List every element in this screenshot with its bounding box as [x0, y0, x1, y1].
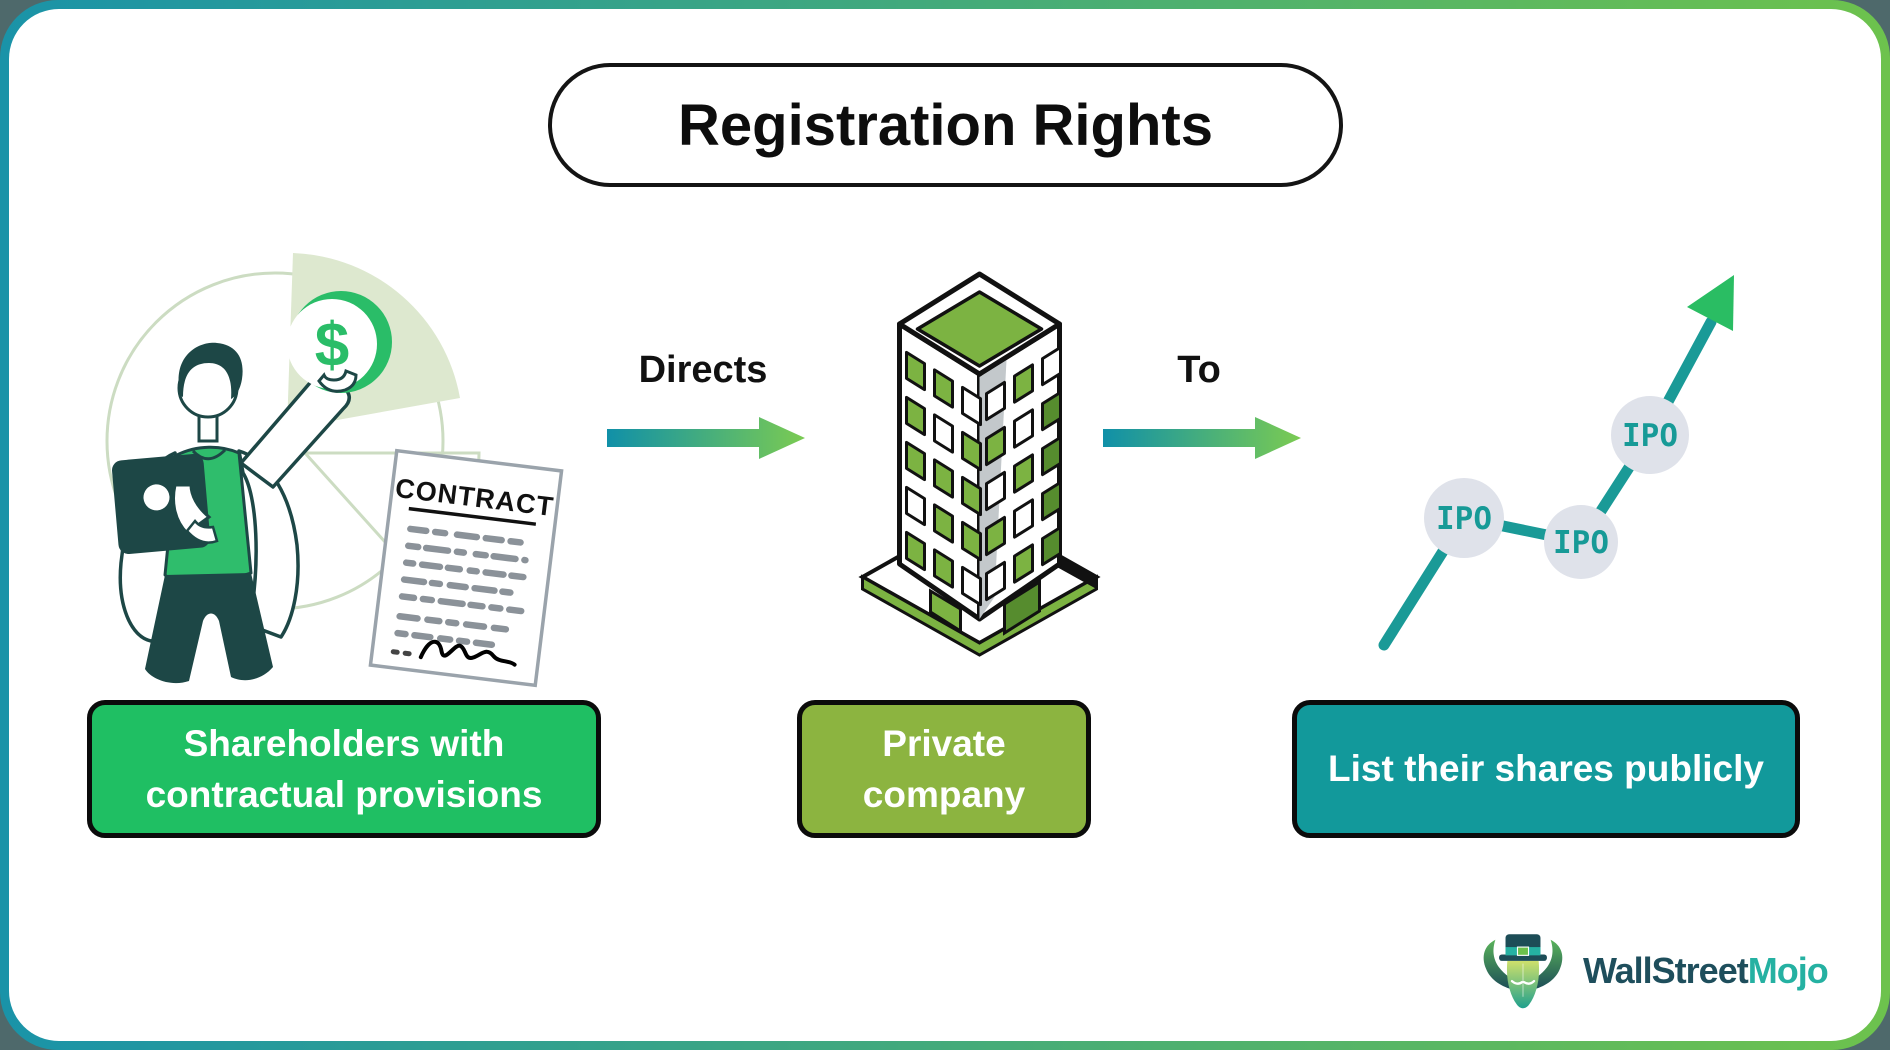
- box-private-company: Private company: [797, 700, 1091, 838]
- box-list-shares: List their shares publicly: [1292, 700, 1800, 838]
- logo-text-primary: WallStreet: [1583, 950, 1749, 991]
- directs-label: Directs: [638, 349, 768, 391]
- building-icon: [858, 271, 1101, 657]
- contract-icon: CONTRACT: [368, 448, 564, 688]
- bull-logo-icon: [1483, 934, 1563, 1009]
- logo-text-secondary: Mojo: [1747, 950, 1829, 991]
- dollar-symbol: $: [315, 311, 349, 380]
- logo-text: WallStreetMojo: [1583, 950, 1829, 992]
- flow-arrow-directs: [607, 417, 805, 459]
- box-shareholders-label: Shareholders with contractual provisions: [145, 722, 543, 815]
- dollar-coin-icon: $: [287, 291, 392, 393]
- ipo-chart-icon: IPO IPO IPO: [1378, 275, 1734, 651]
- box-shareholders: Shareholders with contractual provisions: [87, 700, 601, 838]
- person-figure: $: [111, 291, 392, 684]
- svg-text:IPO: IPO: [1436, 501, 1492, 537]
- flow-arrow-to: [1103, 417, 1301, 459]
- wallstreetmojo-logo: WallStreetMojo: [1477, 926, 1857, 1016]
- page-title: Registration Rights: [678, 92, 1213, 158]
- svg-text:IPO: IPO: [1622, 418, 1678, 454]
- box-private-company-label: Private company: [862, 722, 1026, 815]
- to-label: To: [1177, 349, 1221, 391]
- title-pill: Registration Rights: [548, 63, 1343, 187]
- ipo-node-3: IPO: [1611, 396, 1689, 474]
- svg-text:IPO: IPO: [1553, 525, 1609, 561]
- box-list-shares-label: List their shares publicly: [1328, 748, 1764, 790]
- ipo-node-1: IPO: [1424, 478, 1504, 558]
- ipo-node-2: IPO: [1544, 505, 1618, 579]
- shareholder-illustration: $ CONTRACT: [105, 253, 564, 688]
- page-card: Registration Rights: [9, 9, 1881, 1041]
